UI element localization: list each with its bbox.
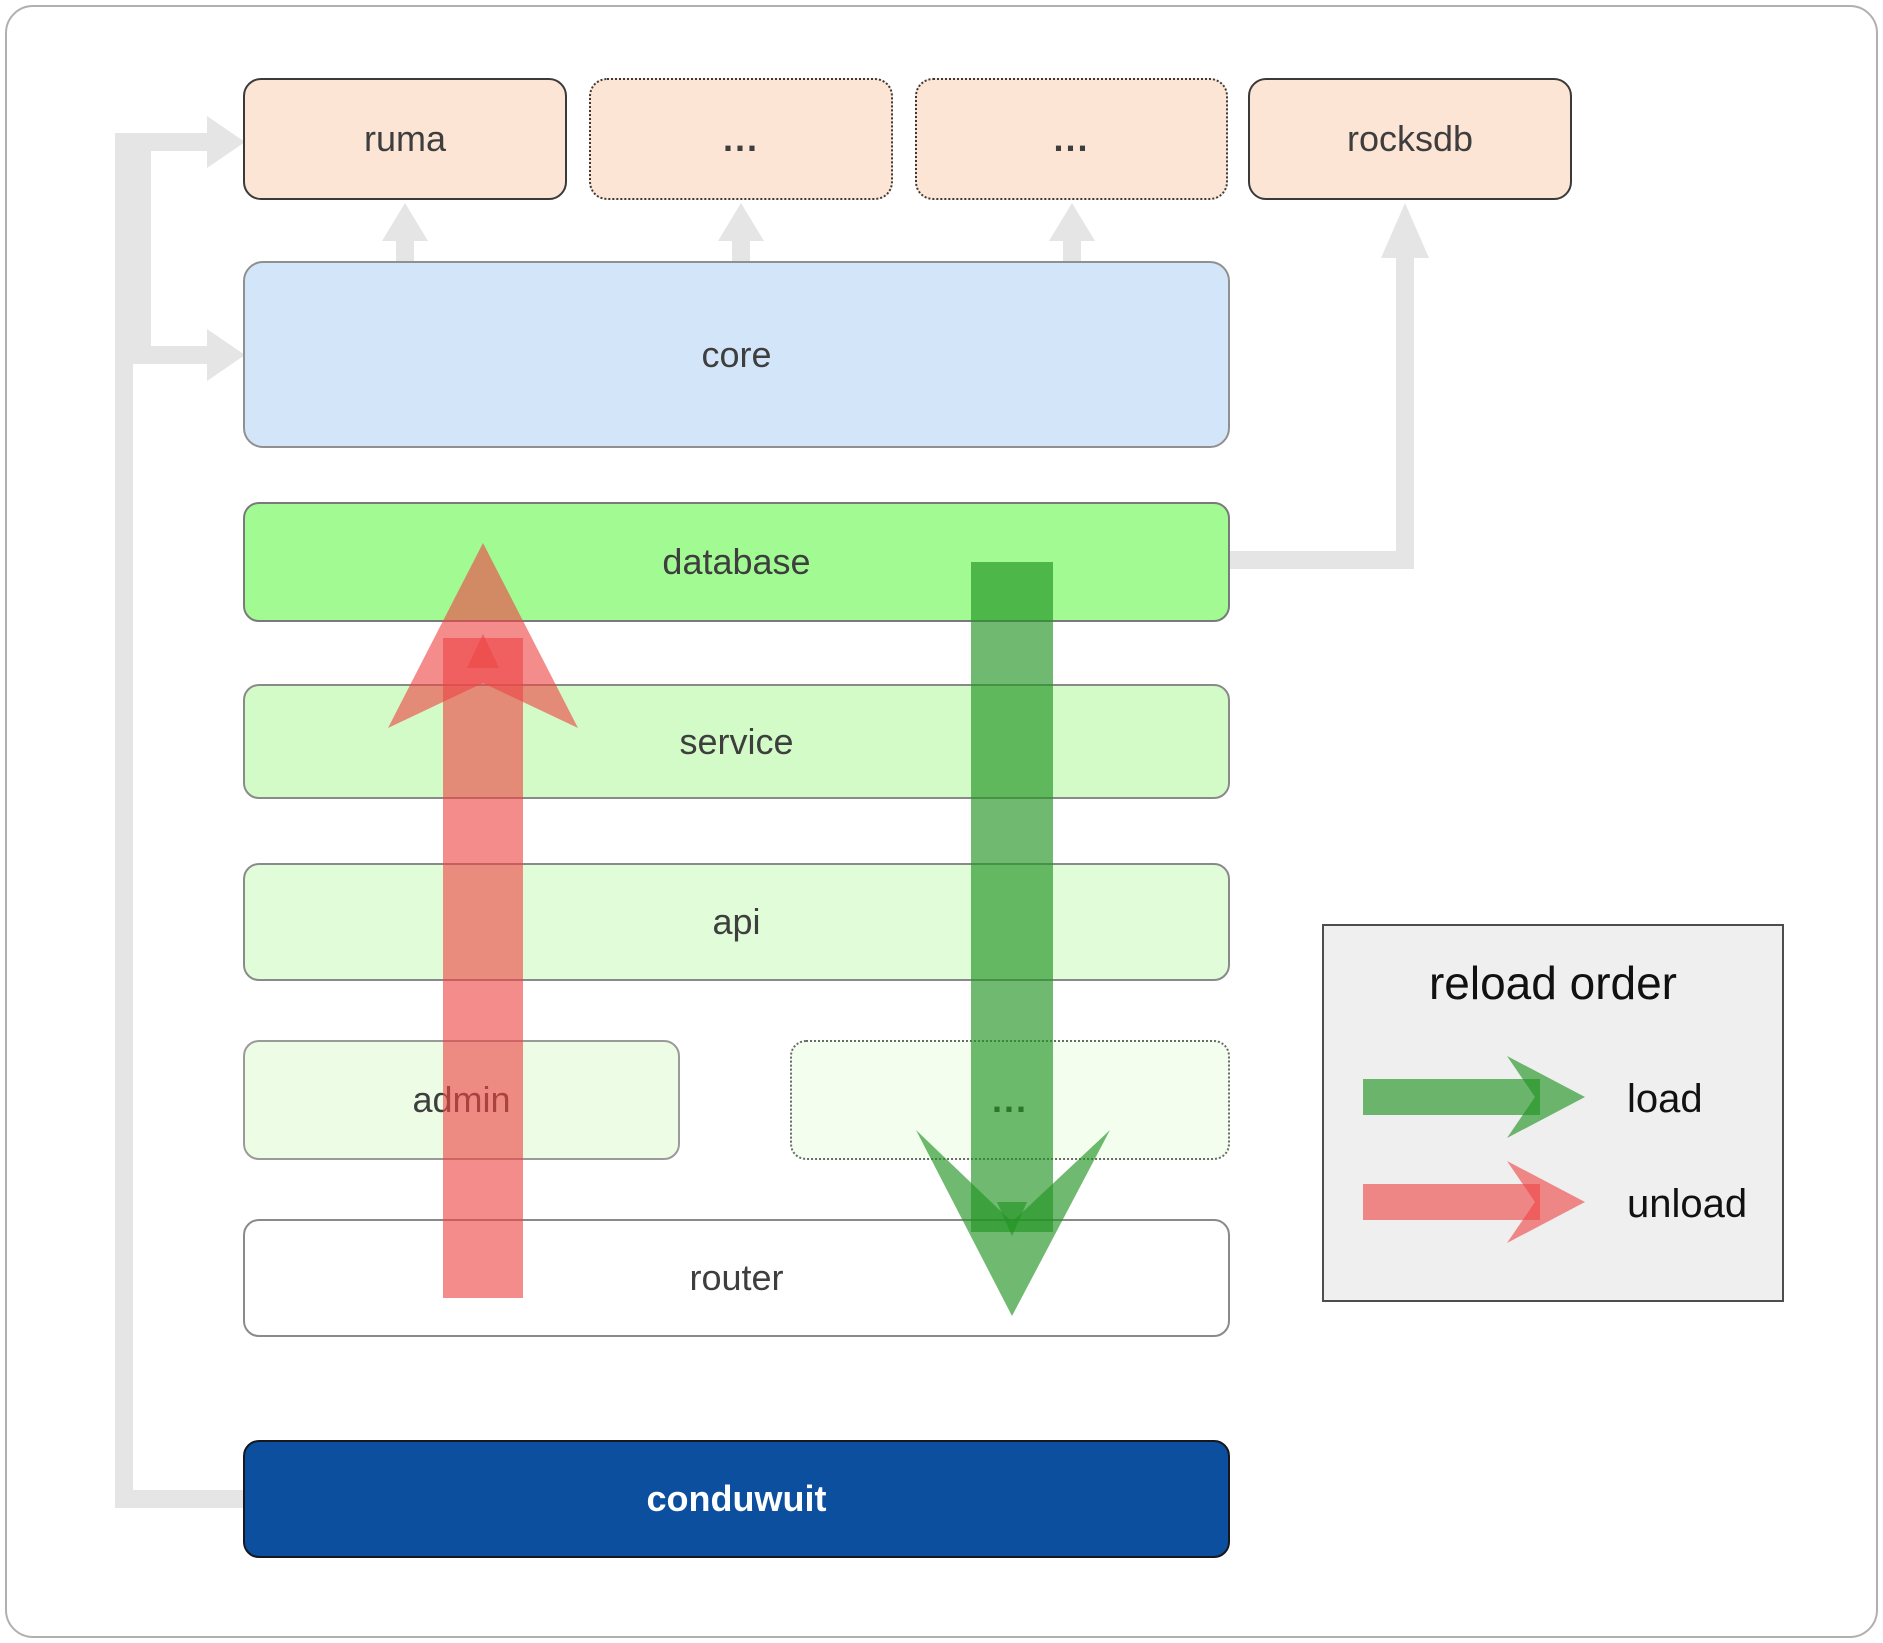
connector-database-arm [1230,551,1396,569]
arrowhead-to-core-icon [207,329,245,381]
node-rocksdb-label: rocksdb [1346,118,1474,159]
node-ellipsis-top-2-label: ... [1053,118,1090,159]
arrowhead-to-rocksdb-icon [1381,203,1429,258]
node-ellipsis-bottom-label: ... [991,1079,1028,1120]
node-ellipsis-top-2: ... [915,78,1228,200]
connector-rocksdb-vertical [1396,250,1414,569]
node-ellipsis-bottom: ... [790,1040,1230,1160]
node-ellipsis-top-1: ... [589,78,893,200]
node-service: service [243,684,1230,799]
arrowhead-to-ruma-icon [207,116,245,168]
node-admin: admin [243,1040,680,1160]
connector-ruma-arm [133,133,207,151]
node-router-label: router [689,1257,784,1298]
node-database: database [243,502,1230,622]
legend-title: reload order [1428,957,1678,1009]
node-core: core [243,261,1230,448]
node-router: router [243,1219,1230,1337]
node-admin-label: admin [412,1079,511,1120]
connector-conduwuit-arm [133,1490,245,1508]
node-ruma: ruma [243,78,567,200]
legend-load-label: load [1627,1077,1703,1121]
connector-inner-vertical [133,151,151,364]
connector-left-vertical [115,133,133,1508]
arrowhead-core-dots2-icon [1049,203,1095,241]
node-ellipsis-top-1-label: ... [722,118,759,159]
node-conduwuit: conduwuit [243,1440,1230,1558]
node-core-label: core [701,333,772,375]
node-ruma-label: ruma [363,118,447,159]
node-service-label: service [679,720,794,762]
legend-unload-label: unload [1627,1182,1748,1226]
node-conduwuit-label: conduwuit [646,1478,827,1519]
arrowhead-core-dots1-icon [718,203,764,241]
node-rocksdb: rocksdb [1248,78,1572,200]
node-api: api [243,863,1230,981]
arrowhead-core-ruma-icon [382,203,428,241]
node-database-label: database [662,541,811,582]
connector-core-arm [151,346,207,364]
node-api-label: api [712,901,761,942]
legend-reload-order: reload order load unload [1322,924,1784,1302]
